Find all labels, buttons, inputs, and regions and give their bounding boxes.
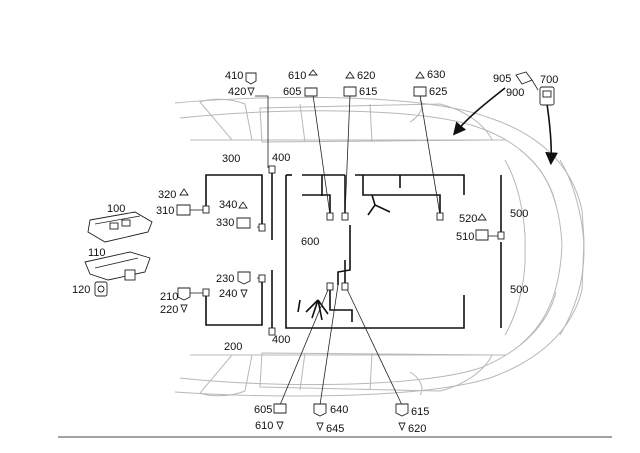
bracket-icon <box>84 251 151 281</box>
harness-200 <box>205 280 263 326</box>
arrow-700-to-front <box>452 87 506 136</box>
label-320: 320 <box>158 189 176 201</box>
label-700: 700 <box>540 74 558 86</box>
label-110: 110 <box>88 247 106 259</box>
bulb-icon <box>180 304 188 314</box>
label-615-top: 615 <box>359 86 377 98</box>
label-615-bottom: 615 <box>411 406 429 418</box>
label-100: 100 <box>107 203 125 215</box>
bulb-icon <box>247 87 255 97</box>
label-610-bottom: 610 <box>255 420 273 432</box>
label-630: 630 <box>427 69 445 81</box>
connector-icon <box>343 86 357 97</box>
label-605-bottom: 605 <box>254 404 272 416</box>
reference-labels: 100 110 120 200 210 220 230 240 300 320 … <box>72 69 558 435</box>
connector-icon <box>237 271 251 285</box>
label-420: 420 <box>228 86 246 98</box>
bulb-icon <box>238 201 248 209</box>
label-620-top: 620 <box>357 70 375 82</box>
label-900: 900 <box>506 87 524 99</box>
label-625: 625 <box>429 86 447 98</box>
connector-symbols <box>176 69 489 432</box>
bulb-icon <box>477 213 487 221</box>
label-905: 905 <box>493 73 511 85</box>
label-300: 300 <box>222 153 240 165</box>
label-520: 520 <box>459 213 477 225</box>
label-605-top: 605 <box>283 86 301 98</box>
connector-icon <box>413 86 427 97</box>
vehicle-outline <box>174 96 585 397</box>
label-610-top: 610 <box>288 70 306 82</box>
harness-300 <box>205 174 263 225</box>
label-330: 330 <box>216 217 234 229</box>
connector-icon <box>176 204 191 216</box>
control-module-icon <box>87 211 153 243</box>
sensor-icon <box>515 71 539 91</box>
label-400-bottom: 400 <box>272 334 290 346</box>
connector-icon <box>313 403 327 417</box>
label-500-bottom: 500 <box>510 284 528 296</box>
label-645: 645 <box>326 423 344 435</box>
harness-connectors <box>202 165 505 336</box>
connector-icon <box>177 287 191 301</box>
bulb-icon <box>316 422 324 432</box>
bulb-icon <box>179 188 189 196</box>
label-410: 410 <box>225 70 243 82</box>
label-210: 210 <box>160 291 178 303</box>
label-600: 600 <box>301 236 319 248</box>
label-230: 230 <box>216 273 234 285</box>
bulb-icon <box>345 71 355 79</box>
label-310: 310 <box>156 205 174 217</box>
label-120: 120 <box>72 284 90 296</box>
connector-icon <box>236 217 251 229</box>
connector-icon <box>304 87 318 97</box>
label-500-top: 500 <box>510 208 528 220</box>
label-200: 200 <box>224 341 242 353</box>
plug-icon <box>94 281 108 297</box>
label-640: 640 <box>330 404 348 416</box>
bulb-icon <box>308 69 318 76</box>
bulb-icon <box>398 422 406 432</box>
connector-icon <box>273 403 287 414</box>
label-340: 340 <box>219 199 237 211</box>
label-510: 510 <box>456 231 474 243</box>
label-400-top: 400 <box>272 152 290 164</box>
harness-600 <box>285 174 465 329</box>
lamp-housing-icon <box>539 86 555 106</box>
bulb-icon <box>240 289 248 299</box>
bulb-icon <box>276 421 284 431</box>
arrow-700-to-rear <box>545 103 558 166</box>
bulb-icon <box>415 71 425 79</box>
connector-icon <box>475 229 489 241</box>
leader-lines <box>190 94 501 406</box>
label-240: 240 <box>219 288 237 300</box>
connector-icon <box>395 403 409 417</box>
label-620-bottom: 620 <box>408 423 426 435</box>
connector-icon <box>245 72 257 85</box>
label-220: 220 <box>160 304 178 316</box>
